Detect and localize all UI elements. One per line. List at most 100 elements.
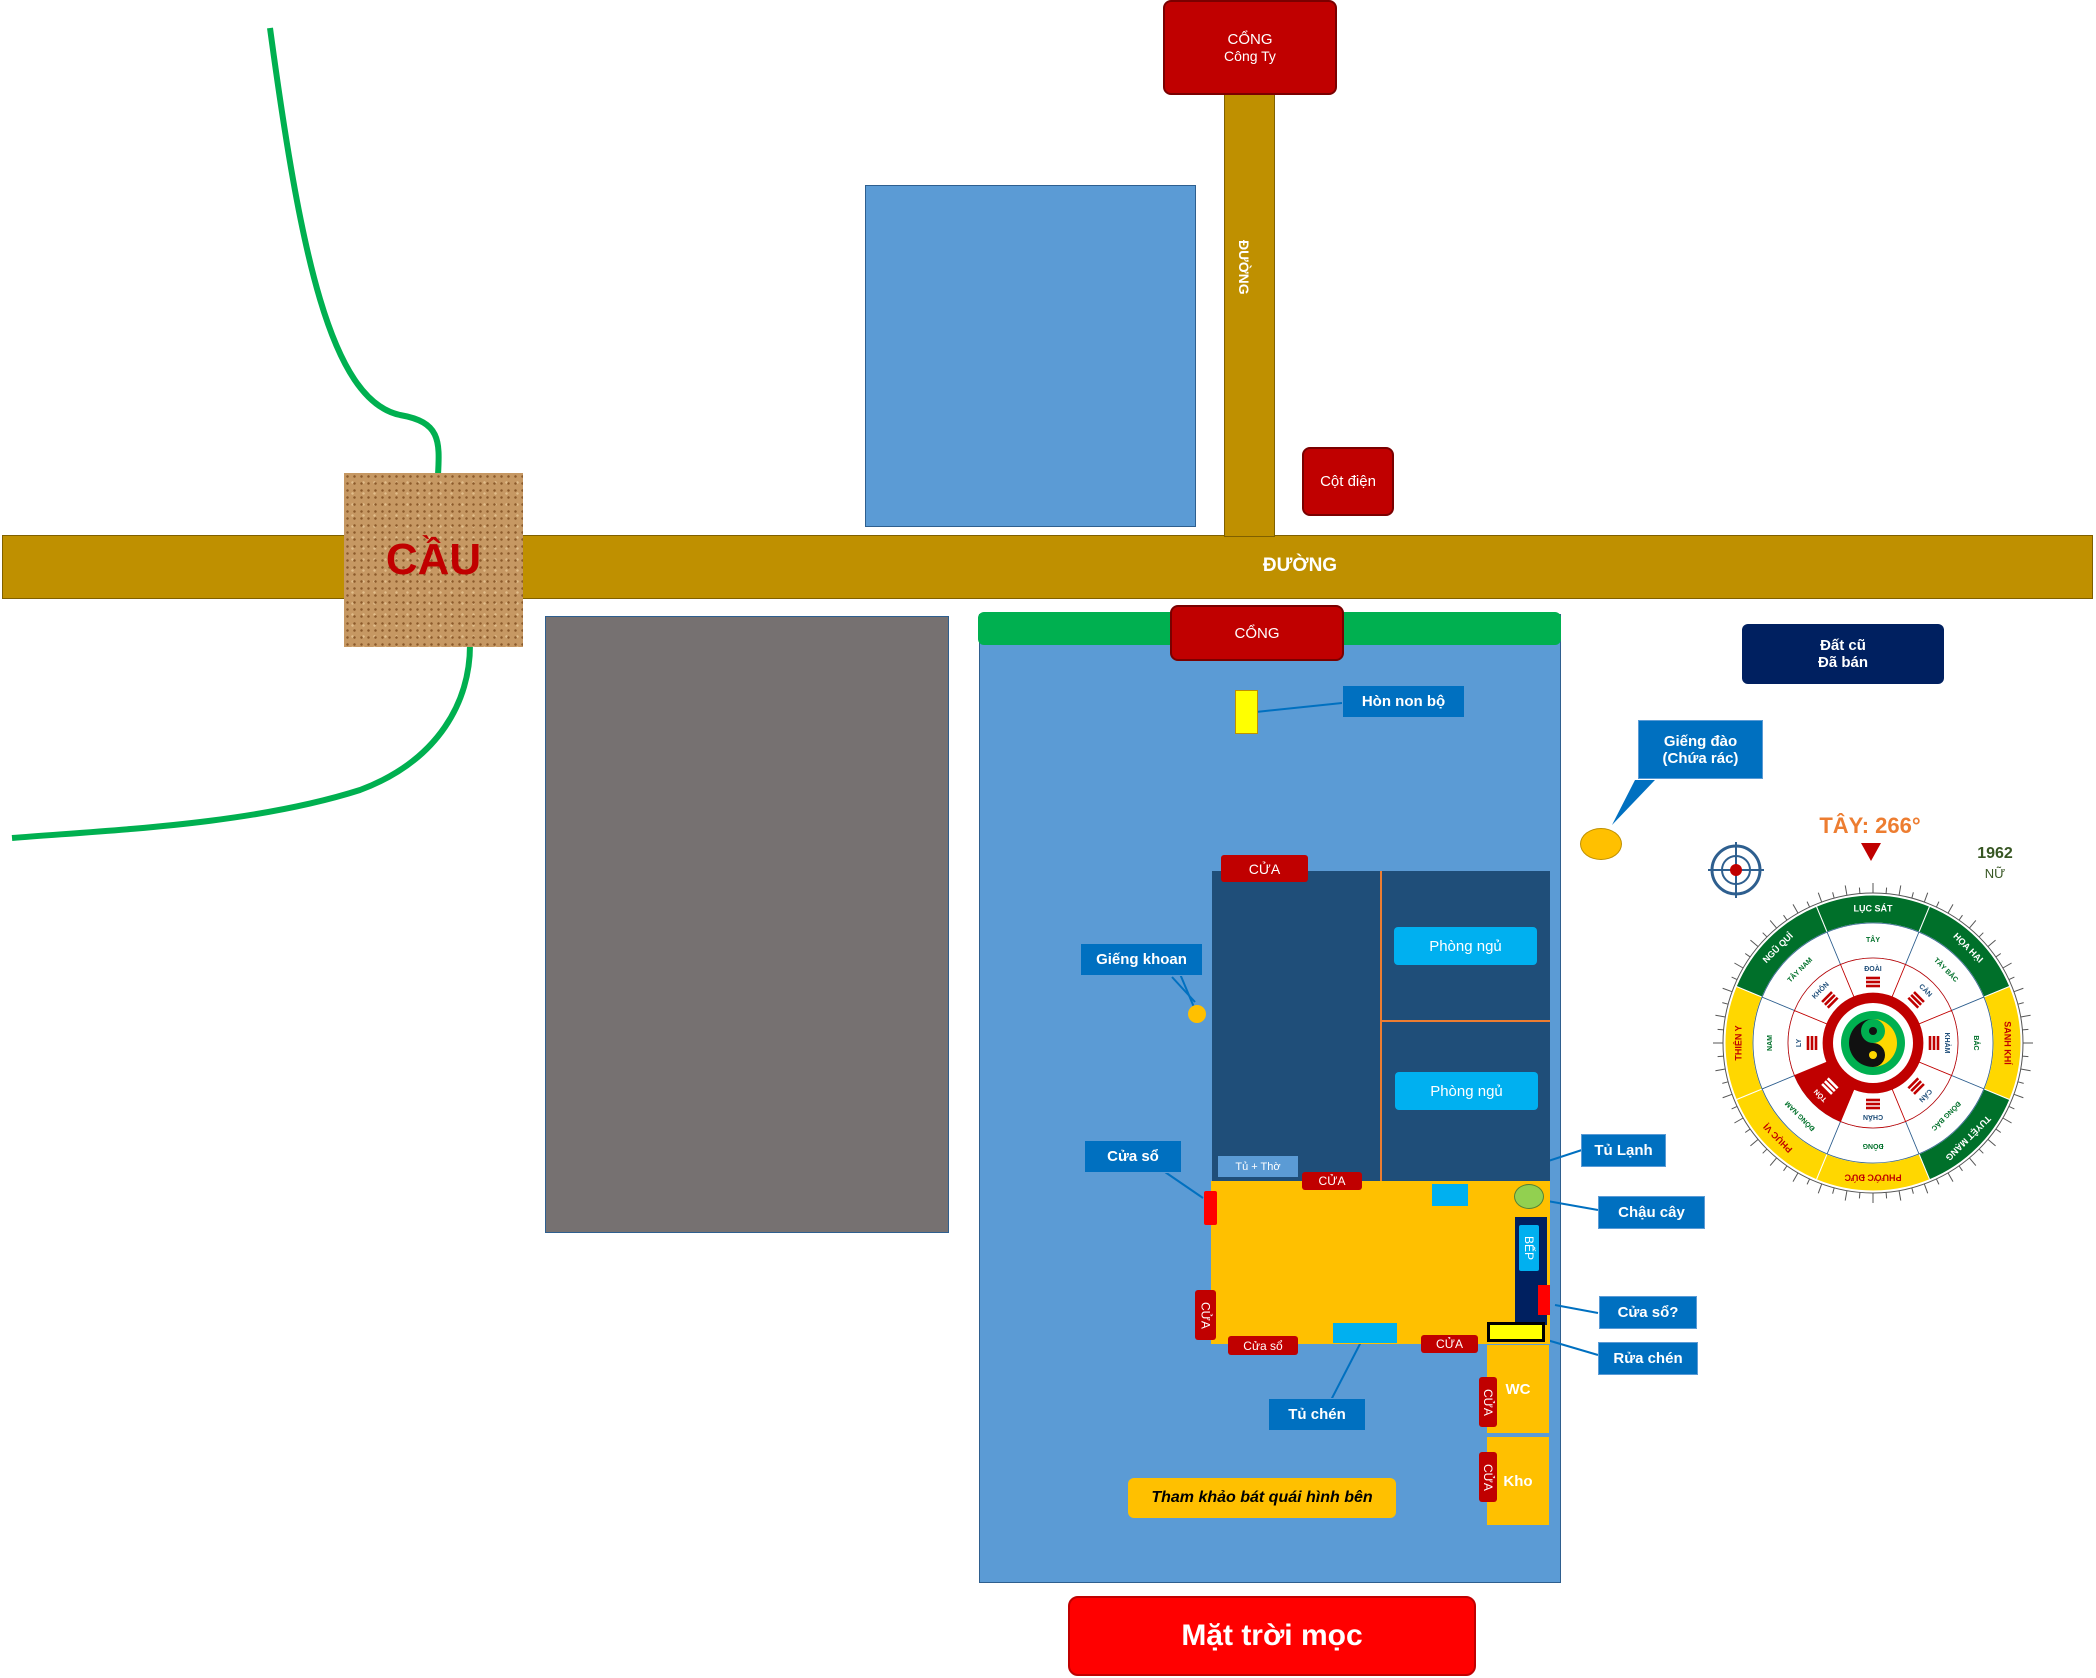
compass-tick [1969,1157,1977,1166]
compass-tick [1958,1165,1963,1172]
compass-trigram-label: CHẤN [1863,1113,1883,1123]
side-road-label: ĐƯỜNG [1236,240,1252,295]
dug-well-marker [1580,828,1622,860]
compass-tick [1885,887,1888,894]
compass-tick [1734,1117,1744,1124]
compass-tick [1947,1172,1954,1182]
birth-year: 1962 [1977,845,2013,862]
trigram-bar [1823,1080,1836,1093]
storage-door: CỬA [1479,1452,1497,1502]
kitchen-door: CỬA [1302,1172,1362,1190]
drilled-well-pointer [1171,976,1196,1003]
trigram-bar [1907,996,1920,1009]
compass-pointer-icon [1861,843,1881,861]
fridge-callout: Tủ Lạnh [1581,1134,1666,1167]
compass-tick [1717,1028,1724,1031]
compass-tick [2020,1014,2031,1018]
compass-tick [1958,914,1963,921]
gate: CỔNG [1170,605,1344,661]
compass-tick [1844,885,1848,896]
trigram-bar [1910,1080,1923,1093]
storage-label: Kho [1503,1472,1533,1490]
compass-tick [1935,901,1940,908]
compass-tick [2022,1028,2029,1031]
dish-cabinet-callout: Tủ chén [1268,1398,1366,1431]
compass-tick [1987,939,1996,947]
window-left-marker [1204,1191,1217,1225]
compass-tick [1792,1172,1799,1182]
trigram-bar [1928,1036,1932,1050]
compass-direction-label: NAM [1767,1035,1774,1051]
compass-tick [1832,892,1835,899]
compass-tick [1792,904,1799,914]
compass-star-label: THIÊN Y [1732,1025,1743,1060]
trigram-bar [1806,1036,1810,1050]
compass-tick [1923,1183,1929,1194]
trigram-bar [1866,976,1880,980]
compass-tick [1750,1139,1759,1147]
plant-pot-callout: Chậu cây [1598,1196,1705,1229]
rear-door: CỬA [1421,1335,1478,1353]
compass-trigram-label: ĐOÀI [1864,964,1882,973]
company-gate-label: CỔNG [1227,31,1273,48]
house-door: CỬA [1221,855,1308,882]
compass-direction: TÂY: 266° [1819,813,1921,838]
compass-tick [1715,1068,1726,1072]
compass-tick [1744,953,1751,958]
compass-tick [1817,1183,1823,1194]
compass-tick [1731,976,1738,981]
compass-tick [1806,901,1811,908]
side-door: CỬA [1195,1290,1216,1340]
trigram-bar [1913,1083,1925,1095]
compass-direction-label: BẮC [1972,1035,1981,1050]
storage-room: Kho [1487,1437,1549,1525]
compass-tick [2017,1081,2024,1084]
kitchen-area [1211,1181,1550,1344]
trigram-bar [1866,1098,1880,1102]
compass-tick [2002,1117,2012,1124]
compass-trigram-label: LY [1796,1039,1803,1048]
compass-tick [2020,1068,2031,1072]
trigram-bar [1823,993,1836,1006]
compass-tick [1769,920,1777,929]
compass-star-label: LỤC SÁT [1854,903,1893,913]
trigram-bar [1821,991,1833,1003]
compass-tick [1911,1187,1914,1194]
company-name: Công Ty [1224,48,1276,64]
compass-tick [1935,1178,1940,1185]
compass-tick [2017,1002,2024,1005]
bedroom-1-label: Phòng ngủ [1394,927,1537,965]
old-land-label: Đất cũ Đã bán [1742,624,1944,684]
compass-tick [1769,1157,1777,1166]
drilled-well-marker [1188,1005,1206,1023]
compass-direction-label: ĐÔNG [1862,1142,1884,1151]
window-bottom: Cửa sổ [1228,1336,1298,1355]
compass-tick [1744,1128,1751,1133]
trigram-bar [1866,1102,1880,1106]
compass-tick [1731,1105,1738,1110]
compass-direction-label: TÂY [1866,935,1880,944]
compass-tick [1806,1178,1811,1185]
compass-tick [1969,920,1977,929]
compass-tick [2013,1093,2024,1099]
power-pole-label: Cột điện [1320,473,1376,490]
rock-garden-callout: Hòn non bộ [1342,685,1465,718]
compass-tick [1722,1081,1729,1084]
compass-tick [1995,953,2002,958]
compass-tick [1722,1002,1729,1005]
compass-tick [1898,885,1902,896]
dish-cabinet-marker [1333,1323,1397,1343]
sunrise-label: Mặt trời mọc [1068,1596,1476,1676]
compass-tick [1715,1014,1726,1018]
compass-tick [1783,914,1788,921]
bridge: CẦU [344,473,523,647]
compass-tick [1844,1190,1848,1201]
trigram-bar [1866,984,1880,988]
compass-tick [1911,892,1914,899]
bridge-label: CẦU [385,535,482,584]
trigram-bar [1913,991,1925,1003]
rock-garden-marker [1235,690,1258,734]
compass-tick [1858,1192,1861,1199]
